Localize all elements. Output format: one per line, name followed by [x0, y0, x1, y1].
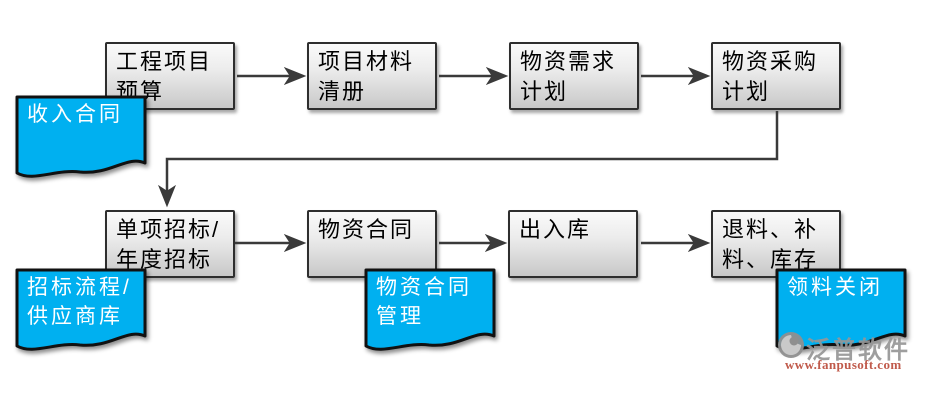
watermark: 泛普软件 www.fanpusoft.com — [776, 328, 926, 378]
arrow-purchase-to-bidding-elbow — [158, 111, 779, 208]
flag-material-contract-mgmt: 物资合同 管理 — [363, 267, 497, 361]
flag-material-requisition-close: 领料关闭 — [774, 267, 908, 361]
flag-material-contract-mgmt-label: 物资合同 管理 — [376, 276, 472, 328]
box-material-purchase-plan: 物资采购 计划 — [711, 42, 841, 110]
box-return-replenish-stock-label: 退料、补 料、库存 — [722, 217, 819, 272]
flag-bidding-process-supplier-db: 招标流程/ 供应商库 — [14, 267, 148, 361]
box-material-contract-label: 物资合同 — [318, 217, 415, 242]
box-project-budget-label: 工程项目 预算 — [116, 49, 213, 104]
flag-shape — [15, 95, 147, 178]
box-material-list: 项目材料 清册 — [307, 42, 437, 110]
watermark-brand: 泛普软件 — [806, 337, 910, 364]
box-in-out-warehouse-label: 出入库 — [519, 217, 592, 242]
box-material-demand-plan: 物资需求 计划 — [509, 42, 639, 110]
flag-material-requisition-close-label: 领料关闭 — [787, 276, 883, 299]
flag-income-contract: 收入合同 — [14, 94, 148, 188]
flag-shape — [364, 268, 496, 351]
flag-income-contract-label: 收入合同 — [27, 103, 123, 126]
box-in-out-warehouse: 出入库 — [508, 210, 638, 278]
box-material-list-label: 项目材料 清册 — [318, 49, 415, 104]
flag-shape — [15, 268, 147, 351]
flag-bidding-process-label: 招标流程/ 供应商库 — [27, 276, 132, 328]
fanpu-logo-icon — [778, 332, 804, 358]
box-material-purchase-plan-label: 物资采购 计划 — [722, 49, 819, 104]
box-return-replenish-stock: 退料、补 料、库存 — [711, 210, 841, 278]
box-single-annual-bidding: 单项招标/ 年度招标 — [105, 210, 235, 278]
box-material-demand-plan-label: 物资需求 计划 — [520, 49, 617, 104]
watermark-url: www.fanpusoft.com — [785, 357, 902, 372]
box-single-annual-bidding-label: 单项招标/ 年度招标 — [116, 217, 221, 272]
